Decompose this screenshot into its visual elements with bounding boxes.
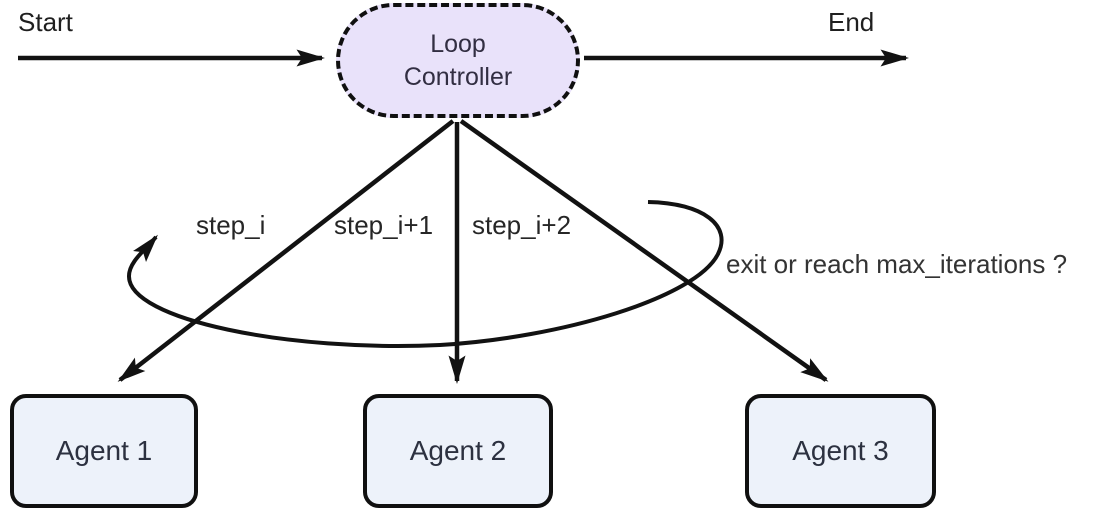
start-label: Start [18, 7, 73, 37]
edge-label-step-i-plus-1: step_i+1 [334, 210, 434, 240]
agent-1-node: Agent 1 [10, 394, 198, 508]
agent-1-label: Agent 1 [55, 435, 153, 466]
agent-3-node: Agent 3 [745, 394, 936, 508]
edge-loop-to-agent-1 [117, 119, 455, 382]
exit-condition-label: exit or reach max_iterations ? [726, 249, 1068, 279]
edge-label-step-i: step_i [196, 210, 266, 240]
agent-2-node: Agent 2 [363, 394, 553, 508]
edge-label-step-i-plus-2: step_i+2 [472, 210, 572, 240]
agent-2-label: Agent 2 [409, 435, 507, 466]
loop-controller-node: Loop Controller [336, 3, 580, 118]
loop-controller-label-line1: Loop [430, 29, 486, 58]
agent-3-label: Agent 3 [792, 435, 889, 466]
loop-controller-label-line2: Controller [403, 62, 513, 91]
end-label: End [828, 7, 875, 37]
edge-loop-to-agent-3 [459, 119, 829, 382]
loop-back-arrow [126, 200, 724, 348]
